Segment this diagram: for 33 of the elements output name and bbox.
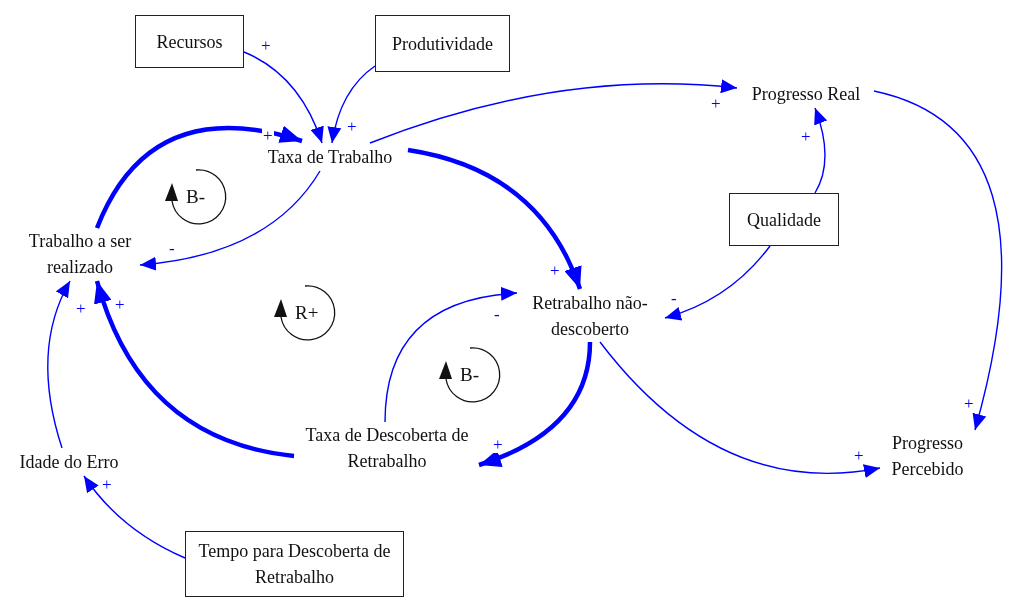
causal-arrow (94, 125, 303, 229)
variable-name: Taxa de Descoberta de Retrabalho (304, 424, 470, 473)
causal-arrow (139, 170, 321, 271)
variable-name: Trabalho a ser realizado (27, 230, 133, 279)
causal-arrow (243, 51, 324, 144)
causal-arrow (83, 475, 186, 559)
causal-arrow (384, 287, 518, 423)
loop-label: R+ (295, 303, 319, 323)
variable-name: Qualidade (747, 208, 821, 232)
variable-name: Idade do Erro (19, 451, 119, 474)
causal-arrow (478, 341, 593, 468)
variable-box (135, 15, 244, 68)
variable-name: Progresso Real (751, 83, 861, 106)
variable-name: Progresso Percebido (890, 432, 965, 481)
causal-arrow (327, 65, 376, 144)
variable-name: Retrabalho não-descoberto (531, 292, 649, 341)
variable-box (729, 193, 839, 246)
variable-name: Produtividade (392, 32, 493, 56)
causal-arrow (369, 79, 738, 144)
causal-arrow (47, 280, 71, 449)
causal-arrow (94, 280, 295, 459)
causal-arrow (599, 341, 881, 478)
variable-name: Recursos (156, 30, 223, 54)
variable-box (185, 531, 404, 597)
loop-label: B- (460, 365, 479, 385)
causal-arrow (873, 90, 1003, 431)
loop-label: B- (186, 187, 205, 207)
causal-arrow (407, 147, 583, 290)
variable-box (375, 15, 510, 72)
variable-name: Tempo para Descoberta de Retrabalho (197, 540, 392, 589)
variable-name: Taxa de Trabalho (267, 146, 393, 169)
causal-arrow (664, 245, 771, 321)
causal-arrow (813, 107, 827, 194)
